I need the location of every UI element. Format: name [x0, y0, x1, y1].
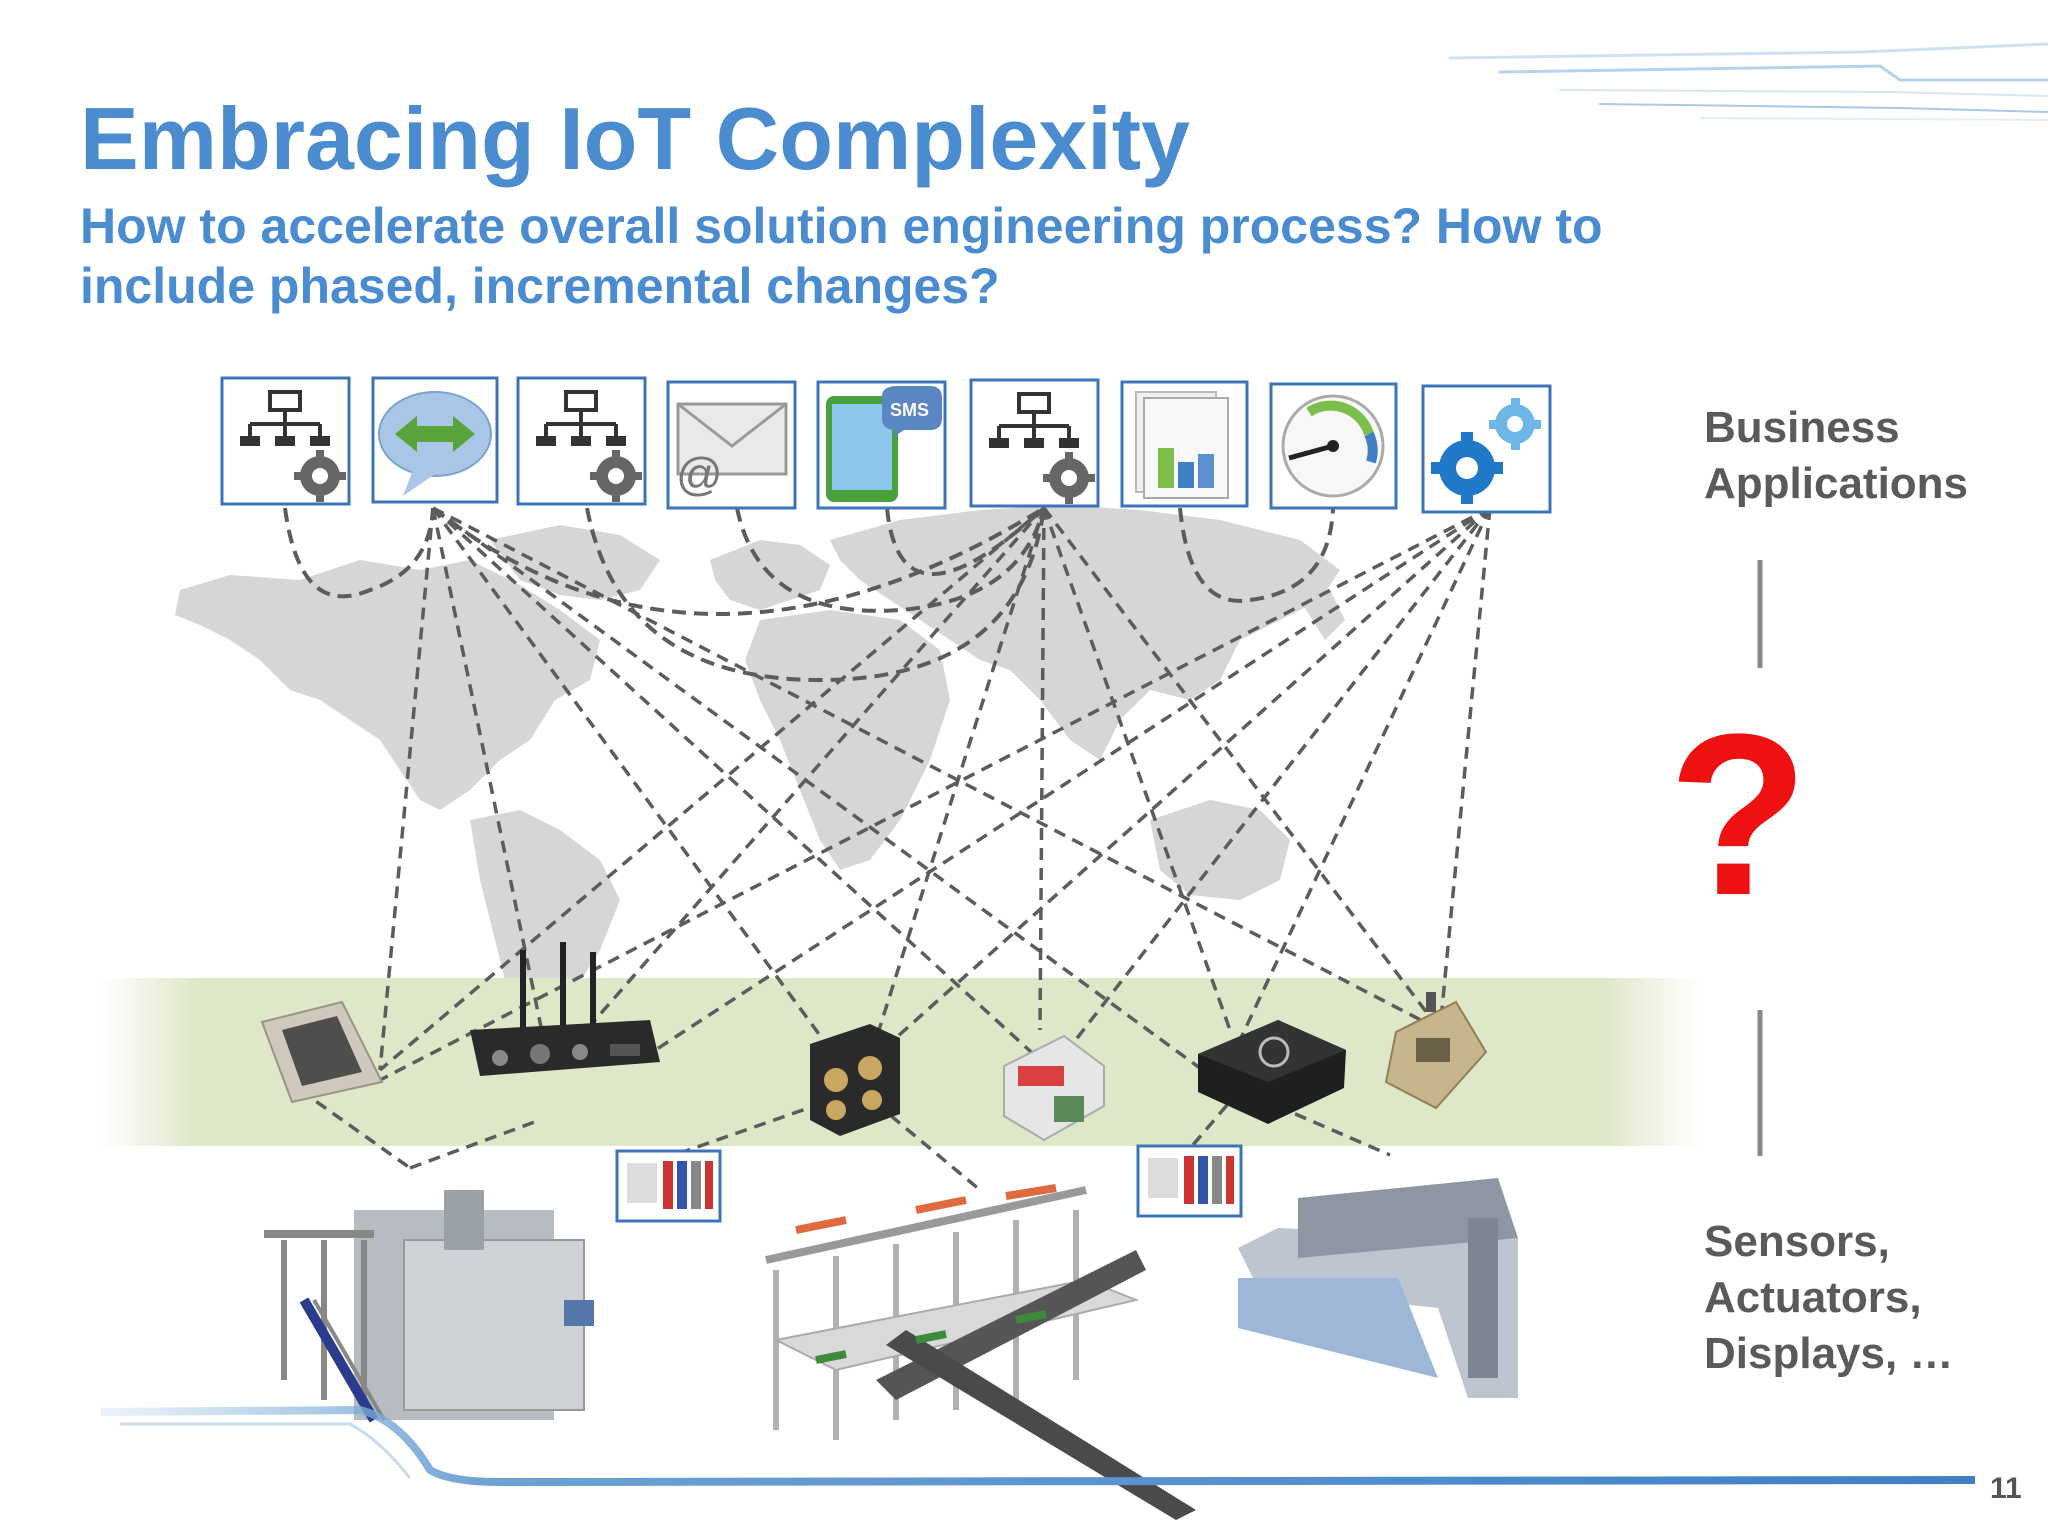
- app-network-icon-2[interactable]: [516, 376, 647, 506]
- slide-subtitle: How to accelerate overall solution engin…: [80, 198, 1603, 314]
- machine-packaging: [264, 1190, 594, 1423]
- machine-tool: [1238, 1178, 1518, 1398]
- business-label-line-2: Applications: [1704, 459, 1969, 508]
- footer-lines: [99, 1405, 1976, 1487]
- page-number: 11: [1990, 1472, 2022, 1505]
- decorative-streaks: [1448, 42, 2048, 121]
- question-mark: ?: [1668, 686, 1809, 943]
- business-label-line-1: Business: [1704, 403, 1900, 452]
- plc-panel-2[interactable]: [1136, 1144, 1243, 1218]
- device-black-gateway[interactable]: [1198, 1020, 1346, 1124]
- device-handheld-sensor[interactable]: [1384, 992, 1488, 1110]
- app-sms-phone-icon[interactable]: SMS: [816, 380, 947, 510]
- app-gauge-icon[interactable]: [1269, 382, 1398, 510]
- app-report-chart-icon[interactable]: [1120, 380, 1249, 508]
- device-touch-display[interactable]: [260, 1000, 384, 1104]
- app-chat-arrows-icon[interactable]: [371, 376, 499, 504]
- app-network-icon-3[interactable]: [969, 378, 1100, 508]
- sensors-label-line-1: Sensors,: [1704, 1217, 1890, 1266]
- email-at-sign: @: [676, 448, 723, 500]
- device-router-antenna[interactable]: [470, 942, 660, 1076]
- app-network-icon-1[interactable]: [220, 376, 351, 506]
- sms-label: SMS: [890, 400, 929, 420]
- device-rugged-controller[interactable]: [810, 1024, 900, 1136]
- slide-title: Embracing IoT Complexity: [80, 89, 1190, 188]
- app-device-links: [378, 506, 1492, 1092]
- sensors-label: Sensors, Actuators, Displays, …: [1704, 1214, 1953, 1382]
- app-gears-icon[interactable]: [1421, 384, 1552, 514]
- business-applications-label: Business Applications: [1704, 400, 1968, 512]
- sensors-label-line-2: Actuators,: [1704, 1273, 1922, 1322]
- device-din-rail-module[interactable]: [1003, 1034, 1105, 1142]
- app-curves: [283, 506, 1335, 683]
- sensors-label-line-3: Displays, …: [1704, 1329, 1954, 1378]
- plc-panel-1[interactable]: [615, 1149, 722, 1223]
- machine-conveyor-line: [765, 1184, 1196, 1520]
- app-email-icon[interactable]: @: [666, 380, 797, 510]
